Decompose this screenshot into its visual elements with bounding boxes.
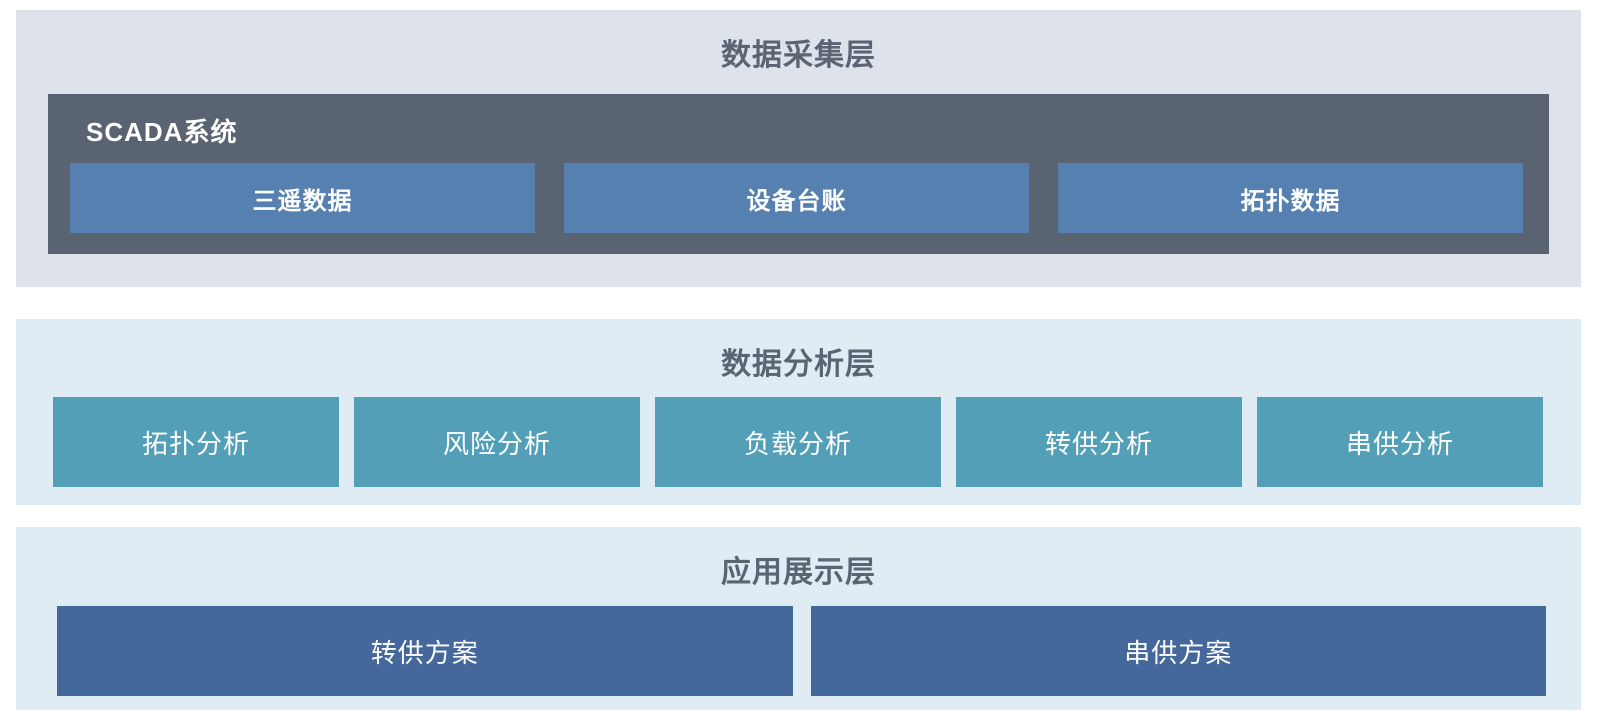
layer-application-display: 应用展示层 转供方案 串供方案 <box>16 527 1581 710</box>
analysis-item-risk: 风险分析 <box>354 397 640 487</box>
application-items-row: 转供方案 串供方案 <box>57 606 1546 696</box>
scada-item-equipment-ledger: 设备台账 <box>564 163 1029 233</box>
analysis-item-load: 负载分析 <box>655 397 941 487</box>
analysis-item-series-supply: 串供分析 <box>1257 397 1543 487</box>
analysis-item-topology: 拓扑分析 <box>53 397 339 487</box>
application-item-series-supply-plan: 串供方案 <box>810 606 1546 696</box>
layer-data-collection-title: 数据采集层 <box>721 39 876 72</box>
scada-item-topology-data: 拓扑数据 <box>1058 163 1523 233</box>
scada-system-title: SCADA系统 <box>86 117 238 147</box>
layer-data-analysis: 数据分析层 拓扑分析 风险分析 负载分析 转供分析 串供分析 <box>16 319 1581 505</box>
layer-application-display-title: 应用展示层 <box>721 556 876 589</box>
analysis-items-row: 拓扑分析 风险分析 负载分析 转供分析 串供分析 <box>53 397 1543 487</box>
scada-system-container: SCADA系统 三遥数据 设备台账 拓扑数据 <box>48 94 1549 254</box>
layer-data-analysis-title: 数据分析层 <box>721 348 876 381</box>
scada-item-telemetry-data: 三遥数据 <box>70 163 535 233</box>
scada-items-row: 三遥数据 设备台账 拓扑数据 <box>70 163 1523 233</box>
application-item-transfer-supply-plan: 转供方案 <box>57 606 793 696</box>
analysis-item-transfer-supply: 转供分析 <box>956 397 1242 487</box>
layer-data-collection: 数据采集层 SCADA系统 三遥数据 设备台账 拓扑数据 <box>16 10 1581 287</box>
